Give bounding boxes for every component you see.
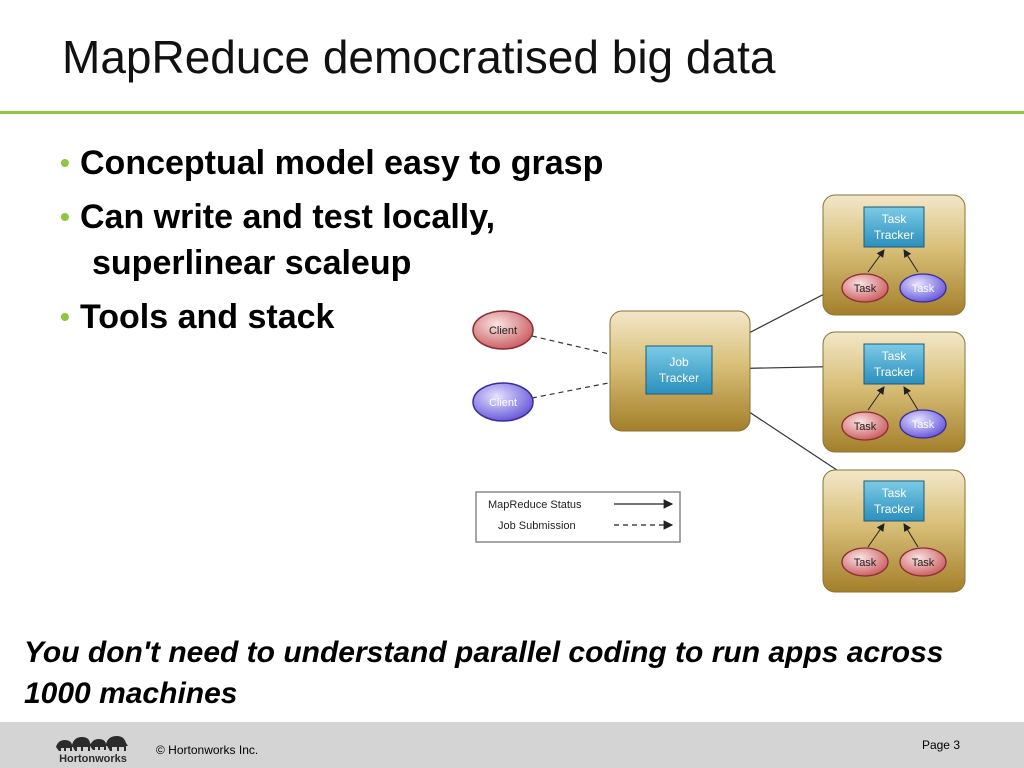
svg-text:Task: Task — [912, 419, 935, 431]
task-node: Task — [899, 409, 947, 439]
mapreduce-diagram: Client Client Job Tracker Task Tracker T… — [472, 194, 966, 593]
svg-text:Task: Task — [882, 486, 908, 500]
job-tracker-node: Job Tracker — [609, 310, 751, 432]
bullet-dot-icon: • — [60, 301, 70, 332]
svg-text:Tracker: Tracker — [874, 502, 914, 516]
bullet-text-continued: superlinear scaleup — [92, 244, 412, 282]
svg-text:Task: Task — [912, 283, 935, 295]
bullet-list: • Conceptual model easy to grasp • Can w… — [60, 140, 620, 348]
svg-text:Task: Task — [912, 557, 935, 569]
bullet-text: Can write and test locally, — [80, 198, 496, 236]
task-tracker-node: Task Tracker Task Task — [822, 331, 966, 453]
hortonworks-logo-icon: Hortonworks — [56, 736, 128, 764]
svg-text:Task: Task — [882, 212, 908, 226]
page-number: Page 3 — [921, 738, 960, 752]
bullet-item: • Tools and stack — [60, 294, 620, 340]
svg-text:Job: Job — [669, 355, 689, 369]
submission-arrow — [531, 372, 646, 399]
client-node: Client — [472, 310, 534, 350]
task-node: Task — [841, 411, 889, 441]
svg-text:Task: Task — [854, 557, 877, 569]
svg-text:Client: Client — [489, 325, 517, 337]
bullet-item: • Can write and test locally, superlinea… — [60, 194, 620, 286]
svg-text:Hortonworks: Hortonworks — [59, 753, 127, 764]
svg-text:Task: Task — [882, 349, 908, 363]
svg-text:Tracker: Tracker — [659, 371, 699, 385]
svg-text:Job Submission: Job Submission — [498, 520, 576, 532]
task-node: Task — [899, 547, 947, 577]
copyright-text: © Hortonworks Inc. — [156, 743, 259, 757]
slide-title: MapReduce democratised big data — [62, 31, 776, 83]
svg-text:Task: Task — [854, 283, 877, 295]
task-node: Task — [899, 273, 947, 303]
client-node: Client — [472, 382, 534, 422]
bullet-text: Tools and stack — [80, 298, 335, 336]
task-tracker-node: Task Tracker Task Task — [822, 469, 966, 593]
slide-footer: Hortonworks © Hortonworks Inc. Page 3 — [0, 722, 1024, 768]
task-node: Task — [841, 273, 889, 303]
svg-text:Tracker: Tracker — [874, 365, 914, 379]
svg-text:Tracker: Tracker — [874, 228, 914, 242]
svg-text:MapReduce Status: MapReduce Status — [488, 499, 582, 511]
bullet-item: • Conceptual model easy to grasp — [60, 140, 620, 186]
diagram-legend: MapReduce Status Job Submission — [475, 491, 681, 543]
svg-text:Task: Task — [854, 421, 877, 433]
task-tracker-node: Task Tracker Task Task — [822, 194, 966, 316]
submission-arrow — [531, 335, 646, 365]
svg-text:Client: Client — [489, 397, 517, 409]
title-divider — [0, 111, 1024, 114]
bullet-dot-icon: • — [60, 201, 70, 232]
slide-tagline: You don't need to understand parallel co… — [24, 636, 944, 710]
task-node: Task — [841, 547, 889, 577]
bullet-dot-icon: • — [60, 147, 70, 178]
bullet-text: Conceptual model easy to grasp — [80, 144, 604, 182]
